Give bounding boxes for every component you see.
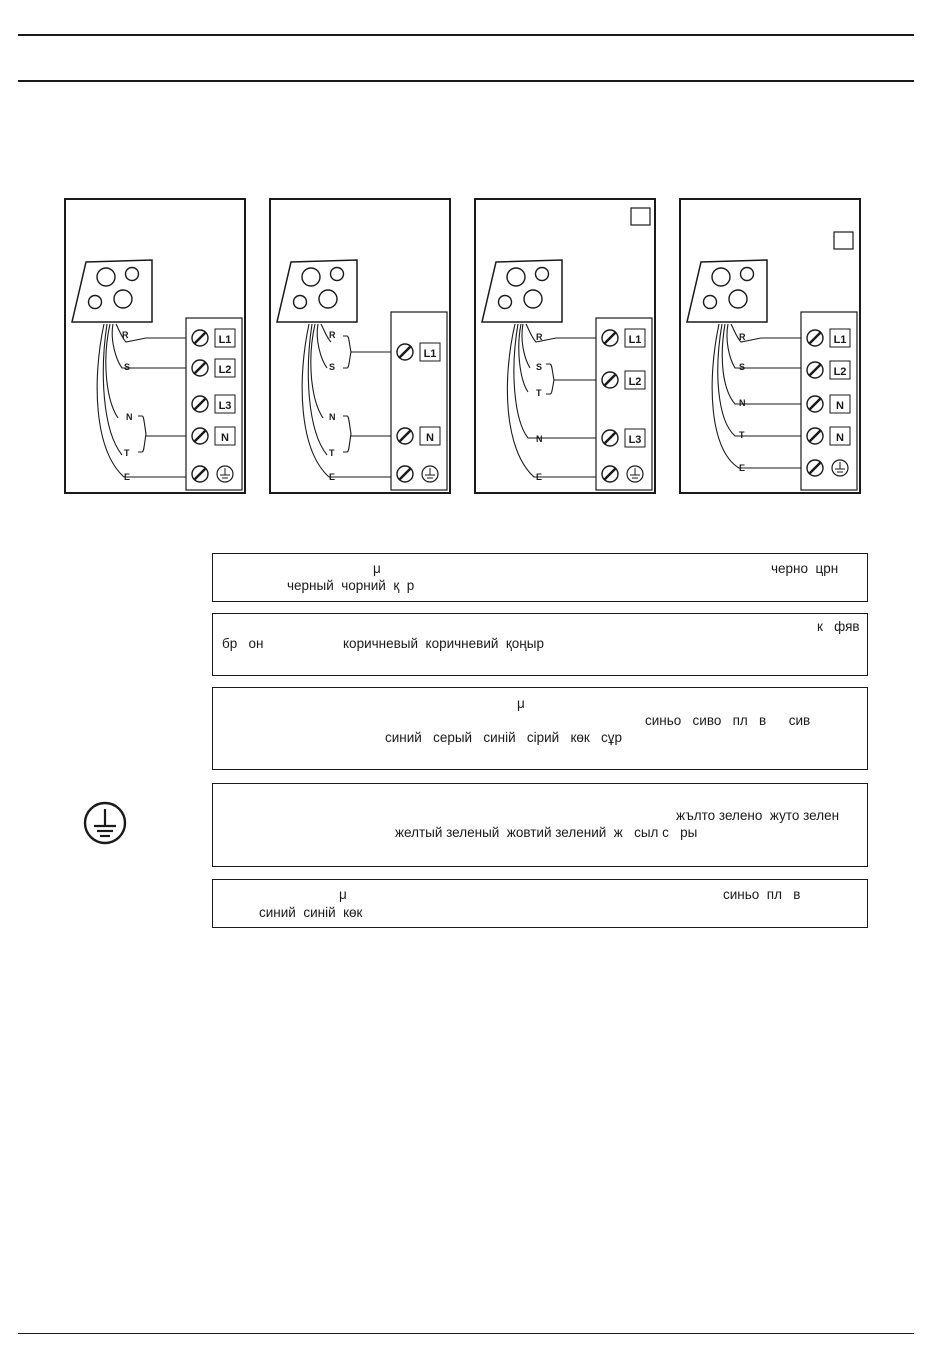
- terminal-label-n: N: [221, 432, 229, 444]
- wire-label-r: R: [739, 332, 746, 342]
- mu-symbol: μ: [373, 561, 381, 576]
- wire-bundle: [506, 323, 598, 478]
- black-wire-box: μ черно црн черный чорний қ р: [212, 553, 868, 602]
- wire-label-e: E: [329, 472, 335, 482]
- square-marker: [833, 231, 854, 250]
- terminal-label-l2: L2: [834, 366, 847, 378]
- wire-label-t: T: [329, 448, 335, 458]
- terminal-block: [390, 311, 448, 491]
- terminal-label-l3: L3: [219, 400, 232, 412]
- terminal-label-l3: L3: [629, 434, 642, 446]
- color-names-right: черно црн: [771, 561, 839, 576]
- wire-label-n: N: [329, 412, 336, 422]
- wire-label-s: S: [739, 362, 745, 372]
- color-names-right: к фяв: [817, 619, 860, 634]
- wiring-diagram-3: R S T N E L1 L2 L3: [474, 198, 656, 494]
- color-names: черный чорний қ р: [287, 578, 415, 593]
- cooktop-icon: [276, 259, 358, 323]
- color-names-right: синьо пл в: [723, 887, 801, 902]
- earth-terminal-icon: [421, 465, 439, 483]
- footer-rule: [18, 1333, 914, 1334]
- color-names: синий серый синій сірий көк сұр: [385, 730, 623, 745]
- wire-label-s: S: [329, 362, 335, 372]
- mu-symbol: μ: [517, 696, 525, 711]
- wire-label-n: N: [126, 412, 133, 422]
- header-rule-top: [18, 34, 914, 36]
- screw-terminal-icon: [396, 343, 414, 483]
- terminal-label-l1: L1: [219, 334, 232, 346]
- wire-label-t: T: [739, 430, 745, 440]
- terminal-label-l2: L2: [219, 364, 232, 376]
- wire-label-e: E: [739, 463, 745, 473]
- wire-label-t: T: [536, 388, 542, 398]
- terminal-label-l1: L1: [629, 334, 642, 346]
- earth-terminal-icon: [216, 465, 234, 483]
- wire-label-e: E: [536, 472, 542, 482]
- wire-label-t: T: [124, 448, 130, 458]
- square-marker: [630, 207, 651, 226]
- wire-label-r: R: [122, 330, 129, 340]
- wiring-diagram-2: R S N T E L1 N: [269, 198, 451, 494]
- color-names: коричневый коричневий қоңыр: [343, 636, 544, 651]
- header-rule-bottom: [18, 80, 914, 82]
- color-names: желтый зеленый жовтий зелений ж сыл с ры: [395, 825, 698, 840]
- mu-symbol: μ: [339, 887, 347, 902]
- wire-label-s: S: [124, 362, 130, 372]
- terminal-label-l1: L1: [424, 348, 437, 360]
- terminal-label-l1: L1: [834, 334, 847, 346]
- color-names: синий синій көк: [259, 905, 363, 920]
- wiring-diagram-1: R S N T E L1 L2 L3 N: [64, 198, 246, 494]
- wire-bundle: [96, 323, 188, 478]
- color-names-right: жълто зелено жуто зелен: [676, 808, 840, 823]
- brown-wire-box: к фяв бр он коричневый коричневий қоңыр: [212, 613, 868, 676]
- color-names-right: синьо сиво пл в сив: [645, 713, 811, 728]
- wire-label-r: R: [536, 332, 543, 342]
- cooktop-icon: [686, 259, 768, 323]
- color-names-left: бр он: [222, 636, 264, 651]
- screw-terminal-icon: [601, 329, 619, 483]
- cooktop-icon: [481, 259, 563, 323]
- wire-label-r: R: [329, 330, 336, 340]
- wire-label-s: S: [536, 362, 542, 372]
- terminal-label-n: N: [426, 432, 434, 444]
- earth-terminal-icon: [831, 459, 849, 477]
- terminal-label-l2: L2: [629, 376, 642, 388]
- wire-bundle: [711, 323, 803, 469]
- wire-bundle: [301, 323, 393, 478]
- earth-wire-box: жълто зелено жуто зелен желтый зеленый ж…: [212, 783, 868, 867]
- earth-terminal-icon: [626, 465, 644, 483]
- terminal-label-n: N: [836, 432, 844, 444]
- grey-wire-box: μ синьо сиво пл в сив синий серый синій …: [212, 687, 868, 770]
- terminal-label-n: N: [836, 400, 844, 412]
- cooktop-icon: [71, 259, 153, 323]
- blue-wire-box: μ синьо пл в синий синій көк: [212, 879, 868, 928]
- wire-label-e: E: [124, 472, 130, 482]
- wiring-diagram-4: R S N T E L1 L2 N N: [679, 198, 861, 494]
- protective-earth-icon: [83, 801, 127, 845]
- wire-label-n: N: [739, 398, 746, 408]
- wire-label-n: N: [536, 434, 543, 444]
- screw-terminal-icon: [806, 329, 824, 477]
- screw-terminal-icon: [191, 329, 209, 483]
